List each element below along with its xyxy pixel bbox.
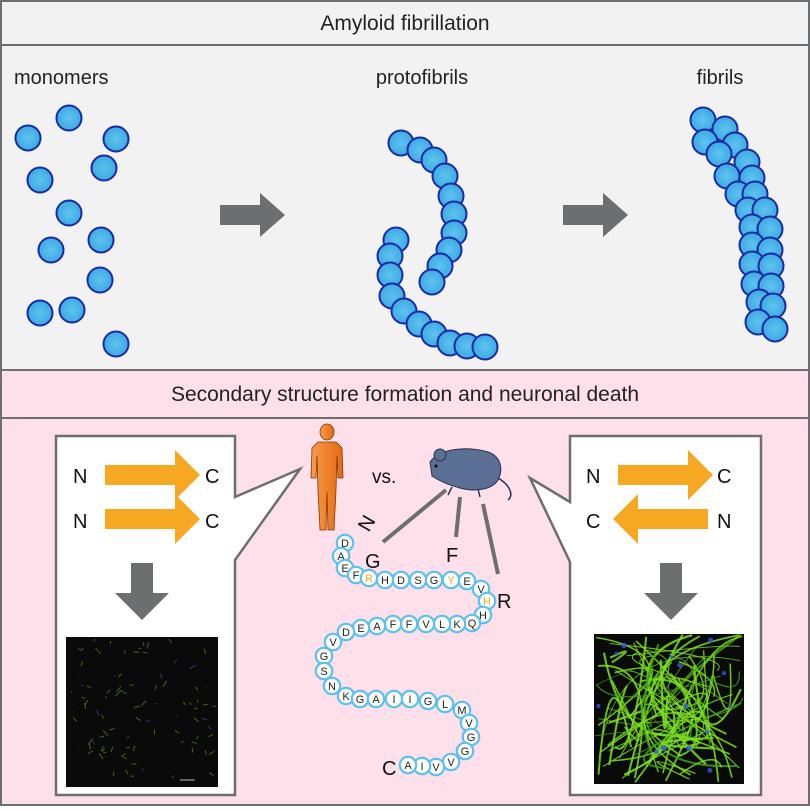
residue-letter: D [397,575,405,587]
stage-label-monomers: monomers [14,67,108,89]
micrograph-nucleus [707,768,712,773]
left-row1-start: N [73,466,87,488]
left-row2-start: N [73,511,87,533]
micrograph-speck [73,712,74,713]
residue-letter: L [439,619,445,631]
residue-letter: I [420,761,423,773]
residue-letter: I [392,694,395,706]
monomer-sphere [57,106,82,131]
residue-letter: G [320,651,329,663]
monomer-sphere [88,268,113,293]
residue-letter: G [461,746,470,758]
monomer-sphere [16,126,41,151]
residue-letter: G [424,696,433,708]
residue-letter: F [390,619,397,631]
left-row2-end: C [205,511,219,533]
residue-letter: L [442,699,448,711]
top-panel: Amyloid fibrillation monomers protofibri… [1,1,809,370]
residue-letter: F [406,619,413,631]
residue-letter: E [357,623,364,635]
right-row2-start: C [586,511,600,533]
monomer-sphere [104,332,129,357]
residue-letter: E [463,576,470,588]
residue-letter: A [373,621,381,633]
left-micrograph [66,637,218,787]
residue-letter: V [447,757,455,769]
micrograph-speck [110,641,111,644]
vs-label: vs. [372,467,396,488]
micrograph-nucleus [654,749,659,754]
stage-label-protofibrils: protofibrils [376,67,468,89]
mutation-label-r: R [497,591,511,613]
monomer-sphere [89,228,114,253]
fibril-sphere [763,317,788,342]
residue-letter: G [430,575,439,587]
residue-letter: V [432,762,440,774]
left-micrograph-bg [66,637,218,787]
micrograph-nucleus [708,638,713,643]
peptide-c-terminus: C [382,758,396,780]
left-row1-end: C [205,466,219,488]
residue-letter: N [328,681,336,693]
residue-letter: A [372,694,380,706]
right-micrograph [594,634,744,784]
monomer-sphere [39,238,64,263]
residue-letter: S [320,666,327,678]
residue-letter: D [342,627,350,639]
monomer-sphere [104,127,129,152]
micrograph-nucleus [596,704,600,708]
top-panel-title: Amyloid fibrillation [320,12,489,35]
right-row1-start: N [586,466,600,488]
residue-letter: S [414,575,421,587]
micrograph-nucleus [669,655,673,659]
micrograph-nucleus [728,705,731,708]
residue-letter: K [453,619,461,631]
micrograph-nucleus [705,730,709,734]
protofibril-sphere [473,335,498,360]
micrograph-nucleus [683,704,688,709]
micrograph-nucleus [615,652,619,656]
monomer-sphere [92,156,117,181]
residue-letter: K [342,691,350,703]
residue-letter: A [404,760,412,772]
residue-letter: Y [447,575,455,587]
mutation-label-f: F [446,545,458,567]
micrograph-nucleus [661,745,667,751]
bottom-panel: Secondary structure formation and neuron… [1,370,809,805]
right-row1-end: C [717,466,731,488]
monomer-sphere [28,301,53,326]
protofibril-sphere [420,270,445,295]
micrograph-nucleus [621,643,627,649]
residue-letter: Q [468,618,477,630]
residue-letter: H [381,575,389,587]
micrograph-nucleus [677,663,682,668]
micrograph-nucleus [722,671,726,675]
residue-letter: F [353,570,360,582]
bottom-panel-title: Secondary structure formation and neuron… [171,383,639,406]
monomer-sphere [57,201,82,226]
micrograph-nucleus [686,745,692,751]
micrograph-speck [71,691,72,692]
residue-letter: I [408,694,411,706]
monomer-sphere [60,298,85,323]
residue-letter: G [356,694,365,706]
micrograph-speck [78,746,79,747]
residue-letter: V [329,637,337,649]
residue-letter: V [422,619,430,631]
residue-letter: R [365,573,373,585]
stage-label-fibrils: fibrils [697,67,744,89]
monomer-sphere [28,168,53,193]
right-row2-end: N [717,511,731,533]
